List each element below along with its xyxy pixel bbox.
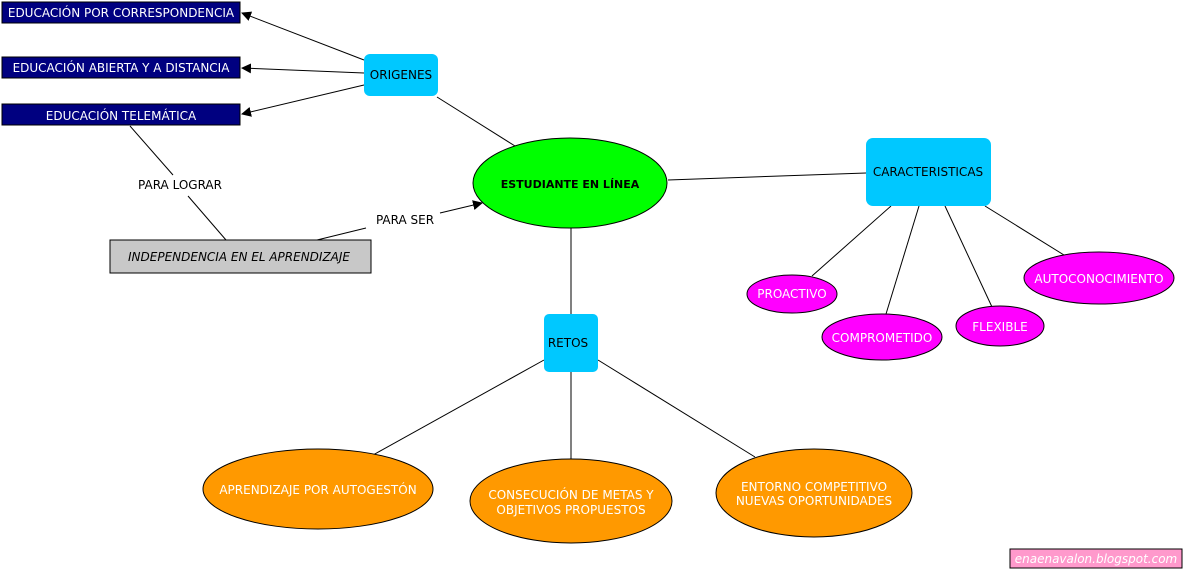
node-label: ENTORNO COMPETITIVO — [741, 480, 887, 494]
node-label: ORIGENES — [370, 68, 432, 82]
connectors — [129, 11, 1065, 459]
characteristic-node-autoconocimiento[interactable]: AUTOCONOCIMIENTO — [1023, 251, 1175, 305]
svg-text:enaenavalon.blogspot.com: enaenavalon.blogspot.com — [1015, 552, 1178, 566]
characteristic-node-proactivo[interactable]: PROACTIVO — [746, 274, 838, 314]
node-label: EDUCACIÓN ABIERTA Y A DISTANCIA — [13, 60, 231, 75]
node-label: NUEVAS OPORTUNIDADES — [736, 494, 892, 508]
retos-node[interactable]: RETOS — [544, 314, 598, 372]
node-label: FLEXIBLE — [972, 320, 1027, 334]
node-label: PROACTIVO — [757, 287, 827, 301]
node-label: OBJETIVOS PROPUESTOS — [496, 503, 645, 517]
node-label: INDEPENDENCIA EN EL APRENDIZAJE — [128, 250, 350, 264]
origenes-node[interactable]: ORIGENES — [364, 54, 438, 96]
node-label: CARACTERISTICAS — [873, 165, 983, 179]
node-label: RETOS — [548, 336, 588, 350]
caracteristicas-node[interactable]: CARACTERISTICAS — [866, 138, 991, 206]
challenge-node-entorno[interactable]: ENTORNO COMPETITIVO NUEVAS OPORTUNIDADES — [715, 448, 913, 538]
characteristic-node-comprometido[interactable]: COMPROMETIDO — [821, 313, 943, 361]
origin-node-abierta-distancia[interactable]: EDUCACIÓN ABIERTA Y A DISTANCIA — [1, 56, 241, 79]
node-label: APRENDIZAJE POR AUTOGESTÓN — [219, 482, 416, 497]
origin-node-correspondencia[interactable]: EDUCACIÓN POR CORRESPONDENCIA — [1, 1, 241, 24]
node-label: CONSECUCIÓN DE METAS Y — [488, 487, 654, 502]
challenge-node-autogestion[interactable]: APRENDIZAJE POR AUTOGESTÓN — [202, 448, 434, 530]
node-label: AUTOCONOCIMIENTO — [1034, 272, 1163, 286]
node-label: COMPROMETIDO — [832, 331, 933, 345]
node-label: EDUCACIÓN TELEMÁTICA — [46, 108, 197, 123]
watermark: enaenavalon.blogspot.com — [1009, 548, 1183, 569]
independencia-node[interactable]: INDEPENDENCIA EN EL APRENDIZAJE — [109, 239, 372, 274]
link-label-para-lograr: PARA LOGRAR — [138, 178, 222, 192]
origin-node-telematica[interactable]: EDUCACIÓN TELEMÁTICA — [1, 103, 241, 126]
node-label: EDUCACIÓN POR CORRESPONDENCIA — [8, 5, 235, 20]
characteristic-node-flexible[interactable]: FLEXIBLE — [955, 305, 1045, 347]
link-label-para-ser: PARA SER — [376, 213, 434, 227]
node-label: ESTUDIANTE EN LÍNEA — [501, 178, 640, 191]
central-node[interactable]: ESTUDIANTE EN LÍNEA — [472, 137, 668, 229]
challenge-node-metas[interactable]: CONSECUCIÓN DE METAS Y OBJETIVOS PROPUES… — [469, 458, 673, 544]
